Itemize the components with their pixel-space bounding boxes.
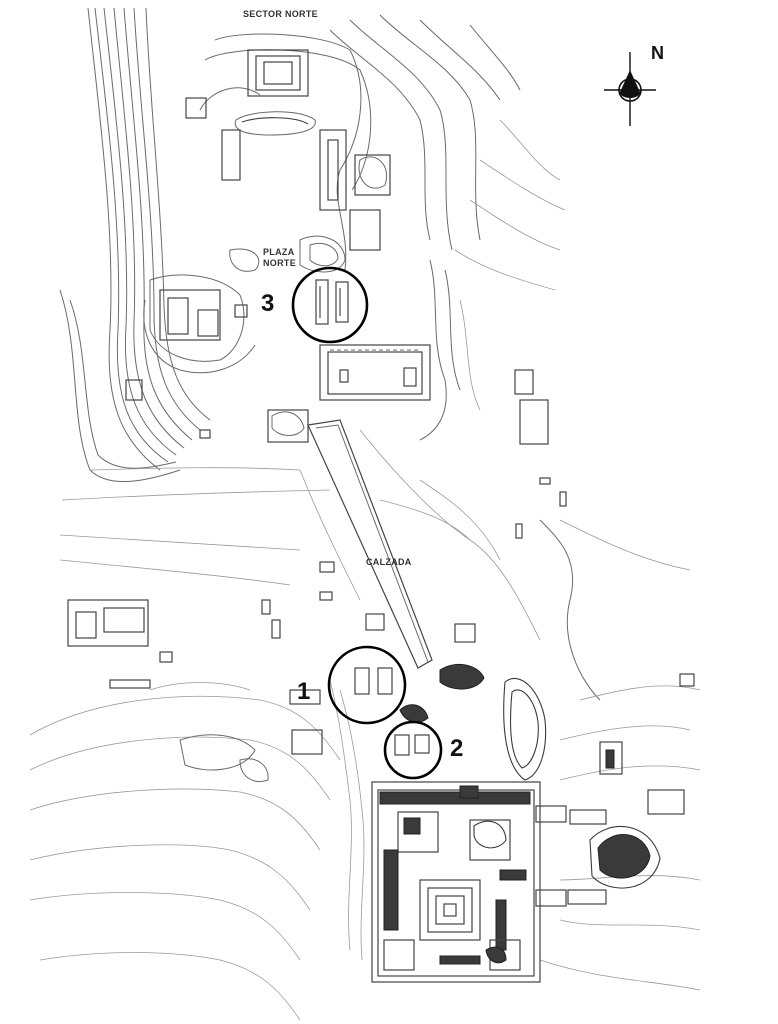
plaza-norte-label-line2: NORTE [263, 258, 296, 268]
marker-area-structures [67, 599, 695, 905]
marker-number-3: 3 [261, 290, 275, 317]
calzada-label: CALZADA [366, 557, 412, 567]
marker-number-1: 1 [297, 678, 311, 705]
southern-contours [29, 519, 701, 1021]
calzada-causeway [59, 419, 541, 669]
northern-contours [59, 7, 566, 501]
plaza-norte-structures [125, 279, 567, 507]
plaza-norte-label-line1: PLAZA [263, 247, 295, 257]
south-palace-complex [371, 781, 567, 983]
sector-norte-label: SECTOR NORTE [243, 9, 318, 19]
north-arrow-icon [604, 52, 656, 126]
north-letter: N [651, 43, 664, 63]
site-markers [291, 266, 443, 780]
north-pyramid [185, 49, 391, 251]
marker-circle-1 [327, 645, 407, 725]
marker-circle-3 [291, 266, 369, 344]
marker-number-2: 2 [450, 735, 464, 762]
marker-circle-2 [383, 720, 443, 780]
